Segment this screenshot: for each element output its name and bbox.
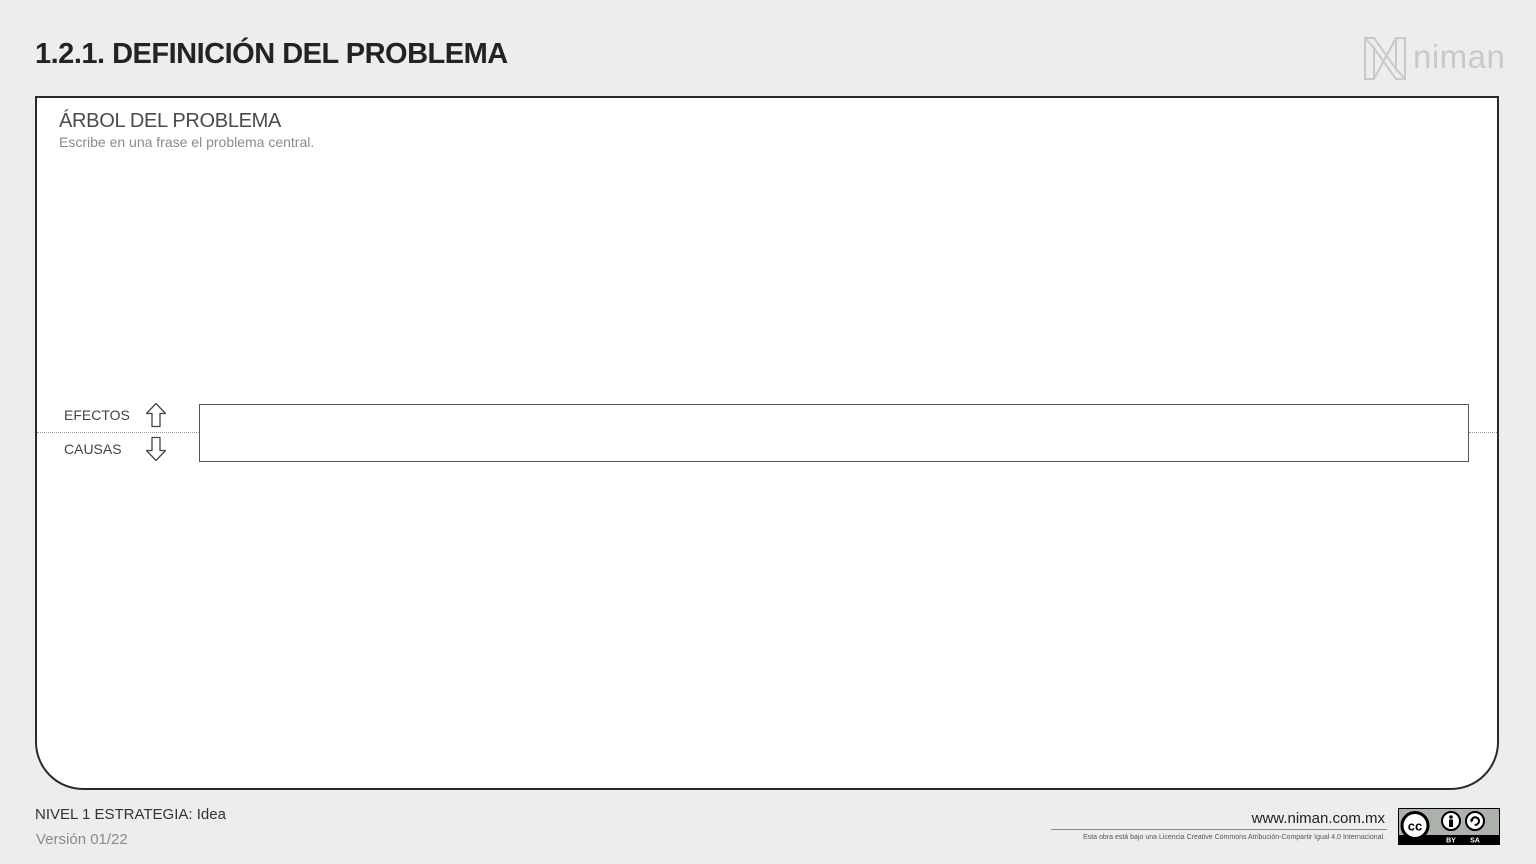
license-text: Esta obra está bajo una Licencia Creativ… xyxy=(1083,834,1385,841)
divider-dotted-right xyxy=(1469,432,1497,433)
logo-text: niman xyxy=(1413,38,1506,75)
niman-logo[interactable]: niman xyxy=(1362,35,1506,81)
arrow-down-outline-icon xyxy=(145,436,167,462)
badge-by-text: BY xyxy=(1446,838,1456,845)
svg-text:cc: cc xyxy=(1408,819,1422,834)
card-title: ÁRBOL DEL PROBLEMA xyxy=(59,110,282,132)
cc-by-sa-license-badge[interactable]: cc BY SA xyxy=(1398,808,1500,845)
central-problem-input[interactable] xyxy=(199,404,1469,462)
effects-label: EFECTOS xyxy=(64,407,130,423)
causes-label: CAUSAS xyxy=(64,441,122,457)
problem-tree-card: ÁRBOL DEL PROBLEMA Escribe en una frase … xyxy=(35,96,1499,790)
version-label: Versión 01/22 xyxy=(36,831,128,848)
page-title: 1.2.1. DEFINICIÓN DEL PROBLEMA xyxy=(35,38,508,70)
niman-n-logo-icon xyxy=(1364,37,1406,80)
arrow-up-outline-icon xyxy=(145,402,167,428)
website-link[interactable]: www.niman.com.mx xyxy=(1251,810,1385,827)
level-label: NIVEL 1 ESTRATEGIA: Idea xyxy=(35,806,226,823)
footer-divider xyxy=(1051,829,1387,830)
card-instruction: Escribe en una frase el problema central… xyxy=(59,134,315,150)
divider-dotted-left xyxy=(37,432,199,433)
badge-sa-text: SA xyxy=(1470,838,1480,845)
